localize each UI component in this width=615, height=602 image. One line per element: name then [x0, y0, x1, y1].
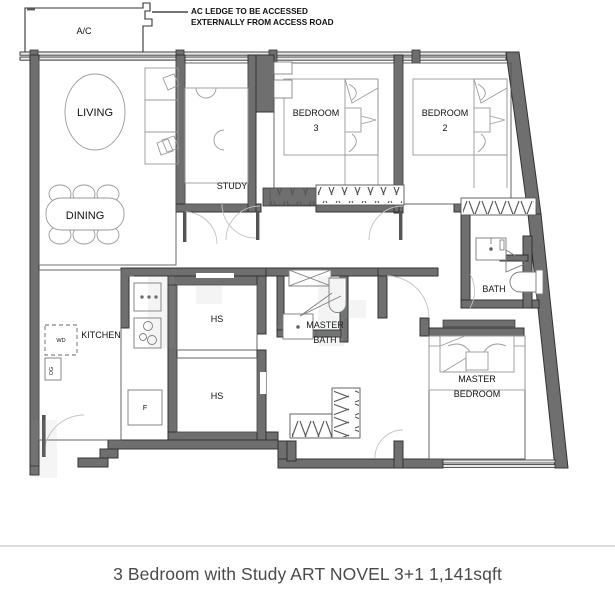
bedroom2-furniture [412, 78, 508, 188]
master-bedroom-furniture [428, 335, 526, 391]
room-label-bedroom2-num: 2 [442, 123, 447, 133]
study-furniture [184, 87, 249, 184]
ac-ledge-annotation: AC LEDGE TO BE ACCESSED EXTERNALLY FROM … [191, 7, 334, 27]
hs-upper-room: HS [176, 284, 258, 351]
door-swings [184, 203, 404, 245]
fixture-label-fridge: F [143, 405, 147, 412]
room-label-ac: A/C [76, 26, 92, 36]
room-label-study: STUDY [217, 181, 248, 191]
room-label-living: LIVING [77, 107, 113, 119]
master-bath-fixtures [277, 269, 347, 340]
foyer-door-swing [374, 429, 404, 459]
detail-lines [39, 61, 505, 277]
room-label-master-bedroom: MASTER [458, 374, 496, 384]
kitchen-door-leaf [42, 415, 46, 457]
room-label-hs-lower: HS [211, 391, 224, 401]
bedroom3-wardrobe [262, 184, 405, 207]
room-label-master-bedroom-2: BEDROOM [454, 389, 501, 399]
room-label-kitchen: KITCHEN [81, 330, 121, 340]
master-bedroom-wardrobe [442, 319, 516, 328]
foyer-wardrobes [289, 387, 361, 439]
room-label-master-bath: MASTER [306, 320, 344, 330]
fixture-label-oven: OG [49, 367, 55, 376]
fixture-label-washer-dryer: WD [56, 338, 65, 344]
kitchen-fixtures [44, 282, 163, 426]
room-label-bath: BATH [482, 284, 505, 294]
door-leaves [183, 212, 403, 242]
bedroom3-furniture [283, 78, 379, 188]
plan-caption: 3 Bedroom with Study ART NOVEL 3+1 1,141… [113, 564, 502, 584]
bedroom2-wardrobe [460, 197, 537, 216]
watermark [31, 276, 366, 478]
floorplan-drawing: A/C AC LEDGE TO BE ACCESSED EXTERNALLY F… [19, 2, 569, 478]
room-label-bedroom3-num: 3 [313, 123, 318, 133]
bath-fixtures [475, 237, 544, 295]
room-label-bedroom2: BEDROOM [422, 108, 469, 118]
bottom-window-wall [442, 459, 556, 468]
living-furniture [64, 67, 180, 165]
room-label-hs-upper: HS [211, 314, 224, 324]
floorplan-image: A/C AC LEDGE TO BE ACCESSED EXTERNALLY F… [19, 2, 569, 478]
hs-door-openings [196, 273, 266, 394]
annotation-line-1: AC LEDGE TO BE ACCESSED [191, 7, 308, 16]
room-label-bedroom3: BEDROOM [293, 108, 340, 118]
caption-bar: 3 Bedroom with Study ART NOVEL 3+1 1,141… [0, 545, 615, 602]
hs-lower-room: HS [176, 357, 258, 433]
room-label-dining: DINING [66, 210, 105, 222]
master-bath-door-swing [386, 275, 430, 319]
room-label-master-bath-2: BATH [313, 335, 336, 345]
dining-furniture [45, 184, 125, 245]
annotation-line-2: EXTERNALLY FROM ACCESS ROAD [191, 18, 334, 27]
bath-door-swing [469, 273, 476, 309]
